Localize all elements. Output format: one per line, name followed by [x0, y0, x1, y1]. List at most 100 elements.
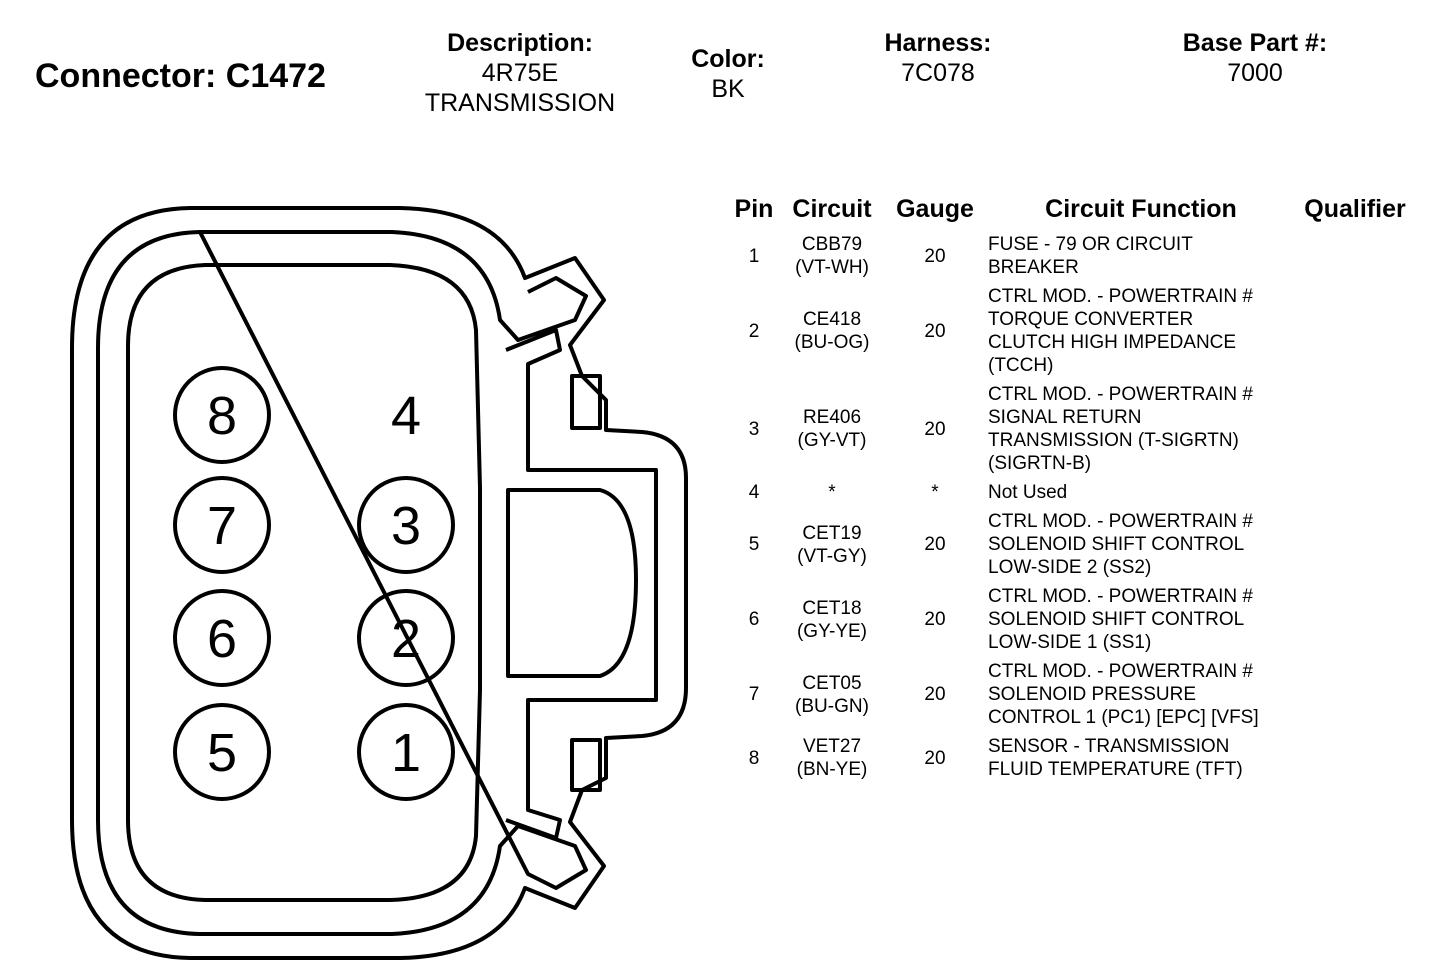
qualifier-cell — [1294, 732, 1416, 784]
pin-number: 8 — [748, 747, 760, 769]
qualifier-cell — [1294, 478, 1416, 507]
pin-label-5: 5 — [207, 723, 237, 783]
circuit-cell: RE406(GY-VT) — [782, 380, 882, 478]
description-value: 4R75E TRANSMISSION — [424, 59, 616, 117]
pinout-header-row: Pin Circuit Gauge Circuit Function Quali… — [726, 194, 1416, 230]
pin-cavity-6 — [173, 589, 271, 687]
circuit-id: CET05 — [802, 672, 862, 694]
circuit-function-cell: Not Used — [988, 482, 1068, 503]
pin-number: 4 — [748, 482, 760, 503]
circuit-function-cell: CTRL MOD. - POWERTRAIN # TORQUE CONVERTE… — [988, 286, 1253, 376]
wire-color: (GY-VT) — [797, 430, 867, 451]
harness-label: Harness: — [884, 29, 992, 57]
wire-color: (GY-YE) — [796, 620, 868, 642]
circuit-function-cell: CTRL MOD. - POWERTRAIN # SOLENOID SHIFT … — [988, 511, 1253, 578]
pin-cavity-1 — [357, 703, 455, 801]
pinout-table: Pin Circuit Gauge Circuit Function Quali… — [726, 194, 1416, 784]
circuit-id: VET27 — [802, 736, 862, 757]
pin-cavity-7 — [173, 476, 271, 574]
connector-cavity — [126, 263, 482, 902]
circuit-function-cell: CTRL MOD. - POWERTRAIN # SOLENOID SHIFT … — [988, 586, 1253, 653]
qualifier-cell — [1294, 380, 1416, 478]
circuit-id: CE418 — [802, 309, 862, 330]
pin-cavity-2 — [357, 589, 455, 687]
col-header-circuit-function: Circuit Function — [1045, 195, 1237, 223]
col-header-qualifier: Qualifier — [1304, 195, 1406, 223]
circuit-cell: CBB79(VT-WH) — [782, 230, 882, 282]
pin-label-6: 6 — [207, 609, 237, 669]
circuit-cell: CET19(VT-GY) — [782, 507, 882, 582]
connector-housing-inner — [96, 230, 658, 936]
wire-color: (BU-OG) — [794, 332, 870, 353]
qualifier-cell — [1294, 230, 1416, 282]
circuit-id: * — [828, 482, 836, 503]
connector-key — [506, 488, 638, 678]
table-row: 7 CET05(BU-GN) 20 CTRL MOD. - POWERTRAIN # … — [726, 657, 1416, 732]
color-value: BK — [711, 75, 745, 103]
pin-label-3: 3 — [391, 496, 421, 556]
wire-color: (VT-GY) — [797, 545, 867, 567]
connector-face-diagram: 8 7 6 5 4 3 2 1 — [70, 206, 688, 960]
col-header-pin: Pin — [734, 195, 774, 223]
color-label: Color: — [691, 45, 765, 73]
base-part-block: Base Part #: 7000 — [1155, 28, 1355, 88]
gauge-cell: 20 — [924, 534, 946, 555]
table-row: 2 CE418(BU-OG) 20 CTRL MOD. - POWERTRAIN # … — [726, 282, 1416, 380]
description-block: Description: 4R75E TRANSMISSION — [400, 28, 640, 118]
circuit-cell: * — [782, 478, 882, 507]
gauge-cell: * — [931, 482, 939, 503]
harness-value: 7C078 — [901, 59, 975, 87]
table-row: 8 VET27(BN-YE) 20 SENSOR - TRANSMISSION FLU… — [726, 732, 1416, 784]
connector-housing-outer — [70, 206, 688, 960]
pin-number: 5 — [748, 534, 760, 555]
gauge-cell: 20 — [924, 320, 946, 342]
table-row: 1 CBB79(VT-WH) 20 FUSE - 79 OR CIRCUIT BREA… — [726, 230, 1416, 282]
harness-block: Harness: 7C078 — [838, 28, 1038, 88]
qualifier-cell — [1294, 282, 1416, 380]
pin-number: 3 — [748, 418, 760, 440]
circuit-cell: VET27(BN-YE) — [782, 732, 882, 784]
pin-label-2: 2 — [391, 609, 421, 669]
gauge-cell: 20 — [924, 609, 946, 630]
pin-label-4: 4 — [391, 386, 421, 446]
qualifier-cell — [1294, 507, 1416, 582]
circuit-id: CET19 — [802, 522, 862, 544]
qualifier-cell — [1294, 582, 1416, 657]
gauge-cell: 20 — [924, 245, 946, 267]
table-row: 4 * * Not Used — [726, 478, 1416, 507]
pin-cavity-8 — [173, 366, 271, 464]
color-block: Color: BK — [668, 44, 788, 104]
pin-number: 6 — [748, 609, 760, 630]
pin-number: 2 — [748, 320, 760, 342]
pin-label-1: 1 — [391, 723, 421, 783]
pin-number: 1 — [748, 245, 760, 267]
connector-title: Connector: C1472 — [35, 57, 326, 95]
gauge-cell: 20 — [924, 747, 946, 769]
circuit-function-cell: FUSE - 79 OR CIRCUIT BREAKER — [988, 234, 1193, 278]
wire-color: (BU-GN) — [795, 695, 869, 717]
circuit-function-cell: SENSOR - TRANSMISSION FLUID TEMPERATURE … — [988, 736, 1243, 780]
gauge-cell: 20 — [924, 418, 946, 440]
pin-cavity-3 — [357, 476, 455, 574]
base-part-value: 7000 — [1227, 59, 1283, 87]
col-header-gauge: Gauge — [896, 195, 974, 223]
col-header-circuit: Circuit — [792, 195, 872, 223]
qualifier-cell — [1294, 657, 1416, 732]
circuit-function-cell: CTRL MOD. - POWERTRAIN # SIGNAL RETURN T… — [988, 384, 1253, 474]
pin-cavity-5 — [173, 703, 271, 801]
pin-label-7: 7 — [207, 496, 237, 556]
description-label: Description: — [447, 29, 593, 57]
circuit-cell: CET05(BU-GN) — [782, 657, 882, 732]
circuit-id: CBB79 — [801, 234, 863, 255]
wire-color: (VT-WH) — [795, 257, 869, 278]
wire-color: (BN-YE) — [796, 759, 868, 780]
gauge-cell: 20 — [924, 684, 946, 705]
circuit-id: RE406 — [802, 407, 862, 428]
pin-number: 7 — [748, 684, 760, 705]
table-row: 5 CET19(VT-GY) 20 CTRL MOD. - POWERTRAIN # … — [726, 507, 1416, 582]
pin-label-8: 8 — [207, 386, 237, 446]
base-part-label: Base Part #: — [1182, 29, 1328, 57]
circuit-function-cell: CTRL MOD. - POWERTRAIN # SOLENOID PRESSU… — [988, 661, 1259, 728]
table-row: 3 RE406(GY-VT) 20 CTRL MOD. - POWERTRAIN # … — [726, 380, 1416, 478]
